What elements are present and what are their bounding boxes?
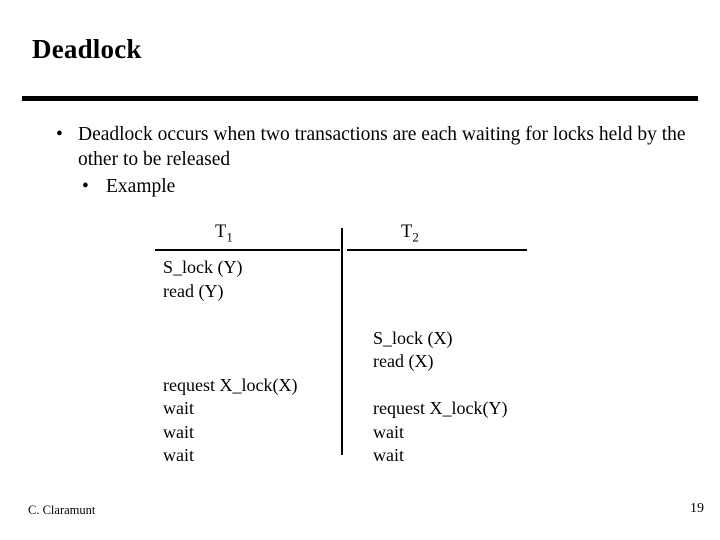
transaction-schedule-table: T1 T2 S_lock (Y) read (Y) request X_lock… (155, 222, 555, 465)
t2-column-content: S_lock (X) read (X) request X_lock(Y) wa… (373, 327, 508, 466)
header-underline-right (347, 249, 527, 251)
list-item: • Example (52, 174, 692, 199)
title-divider (22, 96, 698, 101)
column-header-t2-base: T (401, 222, 413, 242)
page-title: Deadlock (32, 34, 142, 64)
bullet-marker: • (56, 124, 63, 145)
footer-page-number: 19 (690, 501, 704, 516)
column-separator (341, 228, 344, 455)
bullet-list: • Deadlock occurs when two transactions … (52, 122, 692, 199)
t1-column-content: S_lock (Y) read (Y) request X_lock(X) wa… (163, 257, 298, 465)
column-header-t1-base: T (215, 222, 227, 242)
list-item-label: Deadlock occurs when two transactions ar… (78, 124, 686, 170)
list-item: • Deadlock occurs when two transactions … (52, 122, 692, 172)
column-header-t2-subscript: 2 (412, 229, 419, 245)
footer-author: C. Claramunt (28, 503, 96, 517)
column-header-t1: T1 (215, 222, 233, 246)
bullet-marker: • (82, 176, 89, 197)
column-header-t1-subscript: 1 (226, 229, 233, 245)
list-item-label: Example (106, 176, 176, 197)
header-underline-left (155, 249, 340, 251)
column-header-t2: T2 (401, 222, 419, 246)
